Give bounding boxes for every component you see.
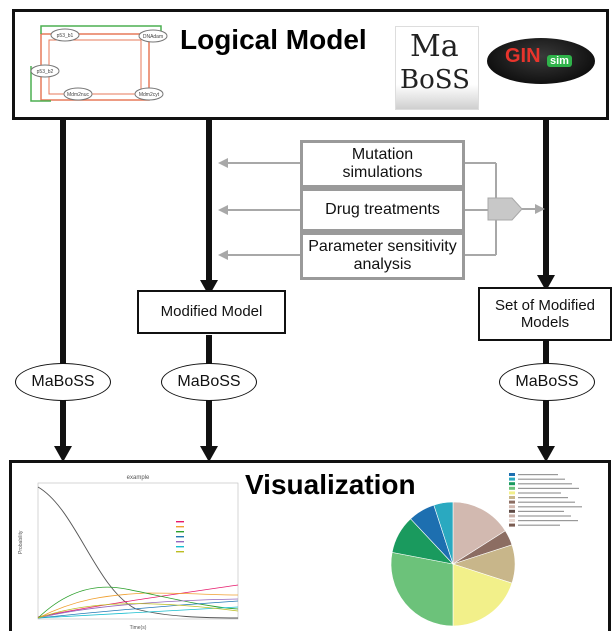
pie-legend-swatch — [509, 473, 515, 476]
set-of-modified-models-label: Set of Modified Models — [494, 296, 596, 331]
pie-legend-swatch — [509, 523, 515, 527]
maboss-ellipse-middle: MaBoSS — [161, 363, 257, 401]
logical-model-box: p53_b1 DNAdam p53_b2 Mdm2nuc Mdm2cyt Log… — [12, 9, 609, 120]
pie-legend-swatch — [509, 496, 515, 499]
arrowhead-right-visualization — [537, 446, 555, 462]
parameter-sensitivity-label: Parameter sensitivity analysis — [308, 237, 457, 273]
pie-legend-text — [518, 487, 579, 489]
pie-chart-legend — [509, 473, 582, 527]
pie-legend-swatch — [509, 491, 515, 495]
line-chart-thumbnail: example Probability Time(s) — [18, 475, 239, 631]
pie-legend-text — [518, 492, 561, 494]
graph-node-label: p53_b1 — [57, 33, 74, 39]
set-of-modified-models-box: Set of Modified Models — [478, 287, 612, 341]
pie-legend-text — [518, 474, 558, 476]
line-chart-legend-swatch — [176, 541, 184, 543]
modified-model-box: Modified Model — [137, 290, 286, 334]
line-chart-series — [37, 598, 239, 619]
pie-chart — [390, 501, 516, 627]
mutation-simulations-label: Mutation simulations — [342, 145, 423, 181]
line-chart-legend-swatch — [176, 546, 184, 548]
parameter-sensitivity-box: Parameter sensitivity analysis — [300, 232, 465, 280]
visualization-box: Visualization example Probability Time(s… — [9, 460, 611, 631]
pie-legend-text — [518, 497, 568, 499]
line-chart-series — [37, 486, 239, 619]
maboss-ellipse-left: MaBoSS — [15, 363, 111, 401]
line-chart-series — [37, 600, 239, 619]
arrowhead-modified-model — [200, 280, 218, 296]
maboss-label: MaBoSS — [31, 373, 95, 390]
pie-slice — [452, 501, 506, 565]
line-chart-series — [37, 603, 239, 619]
maboss-logo-boss: BoSS — [400, 65, 470, 95]
pie-legend-text — [518, 506, 582, 508]
maboss-logo: Ma BoSS — [395, 26, 479, 110]
arrowhead-left-visualization — [54, 446, 72, 462]
graph-node-label: Mdm2nuc — [67, 92, 89, 98]
pie-slice — [452, 563, 513, 627]
grey-arrowhead-mutation — [218, 158, 228, 168]
graph-node — [50, 28, 80, 42]
graph-node — [134, 87, 164, 101]
maboss-logo-ma: Ma — [410, 29, 459, 64]
line-chart-series — [37, 584, 239, 618]
line-chart-legend-swatch — [176, 536, 184, 538]
line-chart-legend-swatch — [176, 531, 184, 533]
visualization-title: Visualization — [245, 469, 416, 500]
logical-model-title: Logical Model — [180, 24, 367, 55]
line-chart-legend-swatch — [176, 526, 184, 528]
pie-legend-swatch — [509, 519, 515, 522]
pie-legend-swatch — [509, 500, 515, 504]
pie-legend-text — [518, 478, 565, 480]
grey-arrowhead-drug — [218, 205, 228, 215]
network-graph-thumbnail: p53_b1 DNAdam p53_b2 Mdm2nuc Mdm2cyt — [30, 25, 168, 102]
pie-slice — [390, 552, 454, 627]
line-chart-series — [37, 586, 239, 619]
drug-treatments-box: Drug treatments — [300, 188, 465, 232]
pie-legend-swatch — [509, 505, 515, 509]
line-chart-legend-swatch — [176, 521, 184, 523]
pie-legend-text — [518, 524, 560, 526]
line-chart-plot-area — [37, 482, 239, 620]
line-chart-ylabel: Probability — [18, 530, 24, 554]
line-chart-legend-swatch — [176, 551, 184, 553]
pie-legend-swatch — [509, 477, 515, 481]
maboss-label: MaBoSS — [515, 373, 579, 390]
maboss-label: MaBoSS — [177, 373, 241, 390]
mutation-simulations-box: Mutation simulations — [300, 140, 465, 188]
graph-node-label: Mdm2cyt — [139, 92, 160, 98]
maboss-ellipse-right: MaBoSS — [499, 363, 595, 401]
grey-arrowhead-parameter — [218, 250, 228, 260]
ginsim-logo: GIN sim — [487, 38, 595, 84]
ginsim-logo-sim: sim — [547, 55, 572, 67]
merge-shape — [487, 197, 523, 221]
pie-slice — [433, 501, 454, 565]
pie-legend-text — [518, 515, 571, 517]
pie-legend-swatch — [509, 486, 515, 490]
line-chart-series — [37, 606, 239, 619]
line-chart-title: example — [127, 475, 150, 481]
pie-legend-swatch — [509, 514, 515, 518]
graph-node — [138, 29, 168, 43]
pie-legend-swatch — [509, 509, 515, 513]
drug-treatments-label: Drug treatments — [325, 200, 440, 218]
modified-model-label: Modified Model — [160, 303, 263, 321]
pie-legend-text — [518, 510, 564, 512]
pie-legend-text — [518, 501, 575, 503]
graph-node-label: p53_b2 — [37, 69, 54, 75]
pie-legend-text — [518, 520, 578, 522]
pie-legend-swatch — [509, 482, 515, 486]
graph-node — [30, 64, 60, 78]
arrowhead-middle-visualization — [200, 446, 218, 462]
line-chart-xlabel: Time(s) — [130, 625, 147, 631]
pie-legend-text — [518, 483, 572, 485]
arrowhead-set-modified — [537, 275, 555, 291]
grey-arrowhead-merge — [535, 204, 545, 214]
graph-node-label: DNAdam — [143, 34, 163, 40]
graph-node — [63, 87, 93, 101]
ginsim-logo-gin: GIN — [505, 45, 541, 67]
